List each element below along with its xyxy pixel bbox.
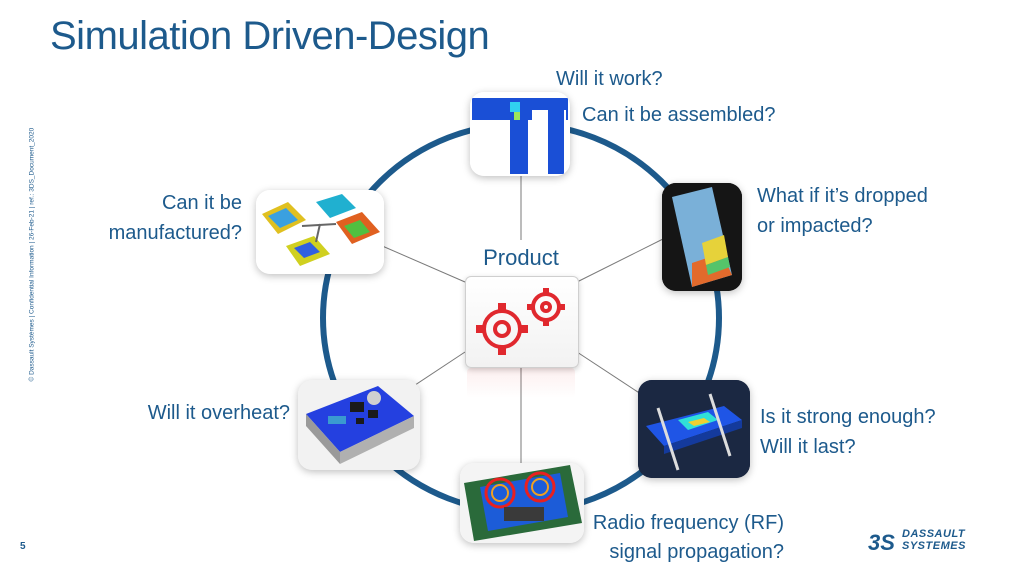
label-will-it-work: Will it work? <box>556 68 663 90</box>
product-reflection <box>467 368 575 398</box>
rf-signal-image <box>460 463 584 543</box>
logo-line-1: DASSAULT <box>902 528 966 540</box>
fluid-flow-image <box>470 92 570 176</box>
label-dropped-1: What if it’s dropped <box>757 185 928 207</box>
label-dropped-2: or impacted? <box>757 215 873 237</box>
label-manufactured-1: Can it be <box>161 192 242 214</box>
gears-icon <box>476 288 565 355</box>
product-box <box>465 276 579 368</box>
slide-title: Simulation Driven-Design <box>50 14 490 58</box>
logo-line-2: SYSTEMES <box>902 540 966 552</box>
beam-strength-image <box>638 380 750 478</box>
image-card-phone-drop <box>662 183 742 291</box>
label-manufactured-2: manufactured? <box>108 222 242 244</box>
label-strong-2: Will it last? <box>760 436 856 458</box>
spoke-lower-right <box>576 351 651 401</box>
label-strong-1: Is it strong enough? <box>760 406 936 428</box>
molding-image <box>256 190 384 274</box>
image-card-fluid-flow <box>470 92 570 176</box>
spoke-upper-right <box>576 237 666 283</box>
dassault-logo: 3S DASSAULT SYSTEMES <box>868 526 978 558</box>
page-number: 5 <box>20 541 26 552</box>
image-card-thermal <box>298 380 420 470</box>
label-rf-2: signal propagation? <box>609 541 784 563</box>
image-card-rf-signal <box>460 463 584 543</box>
image-card-beam-strength <box>638 380 750 478</box>
label-rf-1: Radio frequency (RF) <box>592 512 784 534</box>
3ds-logo-icon: 3S <box>868 530 895 555</box>
spoke-upper-left <box>379 244 466 283</box>
phone-drop-image <box>662 183 742 291</box>
svg-text:3S: 3S <box>868 530 895 555</box>
product-label: Product <box>483 245 559 270</box>
label-can-be-assembled: Can it be assembled? <box>582 104 776 126</box>
image-card-molding <box>256 190 384 274</box>
thermal-image <box>298 380 420 470</box>
label-overheat: Will it overheat? <box>147 402 290 424</box>
